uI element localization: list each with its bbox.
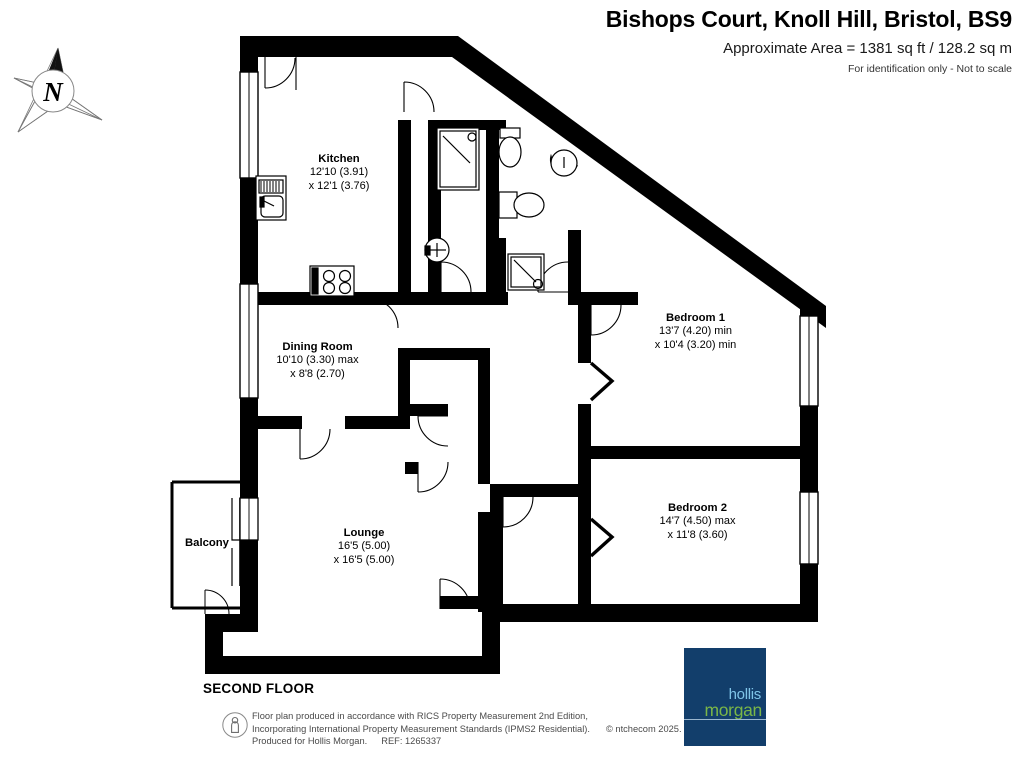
scale-disclaimer: For identification only - Not to scale bbox=[848, 63, 1012, 75]
interior-walls bbox=[258, 120, 818, 612]
page-title: Bishops Court, Knoll Hill, Bristol, BS9 bbox=[605, 6, 1012, 32]
footer-line-2-wrap: Incorporating International Property Mea… bbox=[252, 723, 682, 736]
logo-text-morgan: morgan bbox=[704, 700, 762, 720]
window-right-lower bbox=[799, 491, 819, 565]
person-info-icon bbox=[222, 712, 248, 738]
room-label-bedroom-2: Bedroom 2 14'7 (4.50) max x 11'8 (3.60) bbox=[659, 502, 736, 541]
folding-doors bbox=[589, 361, 615, 558]
door-swings bbox=[264, 57, 622, 610]
kitchen-fittings bbox=[255, 175, 355, 297]
room-label-balcony: Balcony bbox=[185, 537, 229, 549]
room-label-kitchen: Kitchen 12'10 (3.91) x 12'1 (3.76) bbox=[308, 153, 370, 192]
room-label-bedroom-1: Bedroom 1 13'7 (4.20) min x 10'4 (3.20) … bbox=[654, 312, 737, 351]
footer-line-2: Incorporating International Property Mea… bbox=[252, 723, 590, 734]
balcony-door-swing bbox=[204, 589, 230, 615]
balcony-door-opening bbox=[239, 497, 259, 541]
footer-line-3-wrap: Produced for Hollis Morgan. REF: 1265337 bbox=[252, 735, 682, 748]
room-label-dining-room: Dining Room 10'10 (3.30) max x 8'8 (2.70… bbox=[276, 341, 359, 380]
logo-divider bbox=[684, 719, 766, 720]
exterior-walls bbox=[205, 36, 826, 674]
footer-line-1: Floor plan produced in accordance with R… bbox=[252, 711, 588, 721]
ensuite-fittings bbox=[498, 149, 579, 291]
footer-copyright: © ntchecom 2025. bbox=[605, 723, 682, 734]
logo-text-hollis: hollis bbox=[728, 686, 762, 703]
approximate-area: Approximate Area = 1381 sq ft / 128.2 sq… bbox=[723, 40, 1012, 57]
window-right-upper bbox=[799, 315, 819, 407]
window-left-upper bbox=[239, 71, 259, 179]
compass-rose-icon: N bbox=[6, 34, 106, 140]
bathroom-fittings bbox=[424, 127, 522, 263]
footer-produced-for: Produced for Hollis Morgan. bbox=[252, 736, 368, 747]
room-label-lounge: Lounge 16'5 (5.00) x 16'5 (5.00) bbox=[333, 527, 395, 566]
window-left-lower bbox=[239, 283, 259, 399]
svg-text:N: N bbox=[42, 77, 64, 107]
footer-reference: REF: 1265337 bbox=[381, 736, 442, 747]
hollis-morgan-logo: hollis morgan bbox=[684, 648, 766, 746]
floor-name: SECOND FLOOR bbox=[203, 681, 315, 696]
footer-disclaimer: Floor plan produced in accordance with R… bbox=[252, 710, 682, 748]
